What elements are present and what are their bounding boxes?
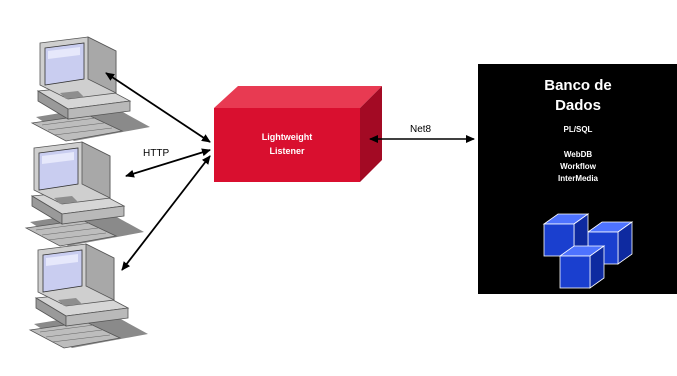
http-label: HTTP: [143, 148, 169, 159]
listener-label-line1: Lightweight: [262, 132, 313, 142]
listener-label-line2: Listener: [269, 146, 305, 156]
client-computer-2: [25, 141, 145, 247]
http-arrow-3: [121, 155, 211, 271]
http-arrow-1: [105, 72, 211, 143]
net8-label: Net8: [410, 124, 432, 135]
client-computer-1: [31, 36, 151, 142]
lightweight-listener-box: Lightweight Listener: [214, 86, 382, 182]
plsql-label: PL/SQL: [564, 125, 593, 134]
component-workflow: Workflow: [560, 162, 597, 171]
database-title-line1: Banco de: [544, 77, 612, 94]
cubes-icon: [542, 213, 634, 289]
component-intermedia: InterMedia: [558, 174, 599, 183]
database-title-line2: Dados: [555, 97, 601, 114]
component-webdb: WebDB: [564, 150, 593, 159]
database-panel: Banco de Dados PL/SQL WebDB Workflow Int…: [478, 64, 677, 294]
